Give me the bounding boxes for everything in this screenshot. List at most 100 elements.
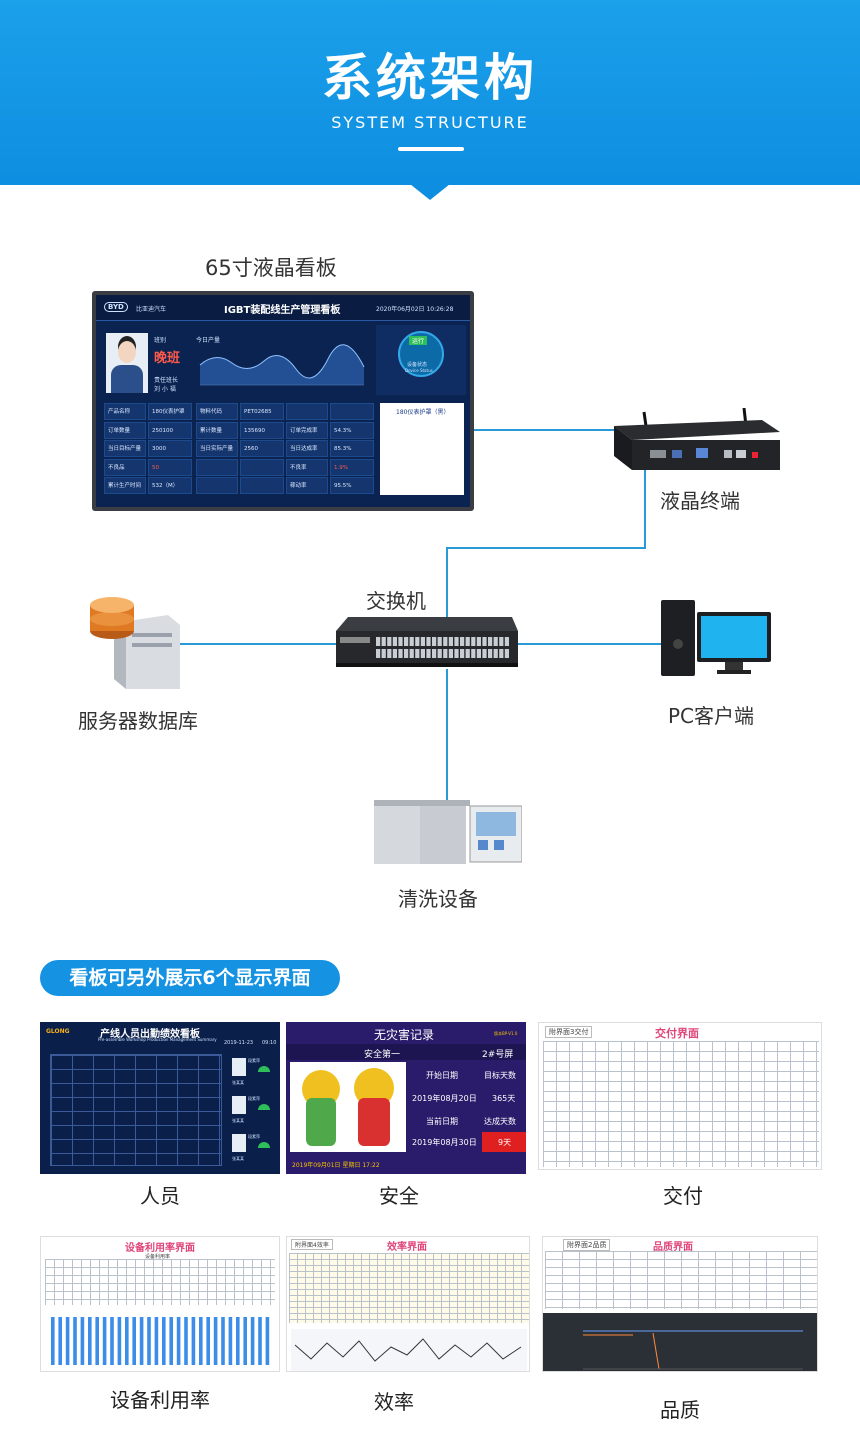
lcd-table-cell: 累计数量 (196, 421, 238, 439)
utilization-bar (250, 1317, 255, 1365)
screen-efficiency: 附界面4效率 效率界面 (286, 1236, 530, 1372)
utilization-bar (51, 1317, 55, 1365)
switch-port (460, 637, 465, 646)
switch-port (415, 649, 420, 658)
delivery-tab: 附界面3交付 (545, 1026, 593, 1038)
lcd-table-cell: 不良品 (104, 458, 146, 476)
safety-tag: 版本BP-V1.0 (494, 1031, 518, 1036)
lcd-product-panel (380, 403, 464, 495)
efficiency-grid (289, 1253, 529, 1323)
switch-port (488, 637, 493, 646)
switch-port (398, 637, 403, 646)
personnel-time: 09:10 (262, 1040, 277, 1046)
switch-port (432, 637, 437, 646)
switch-port (426, 649, 431, 658)
switch-port (404, 637, 409, 646)
screen-delivery: 附界面3交付 交付界面 (538, 1022, 822, 1170)
switch-port (504, 637, 509, 646)
lcd-table-cell (196, 477, 238, 494)
efficiency-chart (291, 1329, 527, 1371)
utilization-subtitle: 设备利用率 (145, 1254, 171, 1260)
page-title: 系统架构 (322, 49, 538, 107)
lcd-product-name: 180仪表护罩（黑） (396, 409, 450, 416)
line-server-switch (180, 643, 336, 645)
switch-port (392, 649, 397, 658)
terminal-label: 液晶终端 (660, 489, 740, 513)
lcd-status-sub-en: Device Status (405, 368, 433, 373)
switch-port (437, 649, 442, 658)
lcd-table-cell: 2560 (240, 440, 284, 457)
switch-port (376, 637, 381, 646)
safety-line1: 安全第一 (364, 1050, 401, 1060)
pc-label: PC客户端 (668, 704, 755, 728)
lcd-table-cell: 135690 (240, 421, 284, 439)
lcd-owner-label: 责任班长 (154, 377, 179, 384)
quality-tab: 附界面2品质 (563, 1239, 611, 1251)
lcd-table-cell: 稼动率 (286, 477, 328, 494)
switch-port (476, 649, 481, 658)
lcd-table-cell: PET02685 (240, 403, 284, 420)
switch-port (471, 649, 476, 658)
switch-port (426, 637, 431, 646)
lcd-table-cell: 250100 (148, 421, 192, 439)
lcd-table-cell (240, 477, 284, 494)
utilization-bar (80, 1317, 85, 1365)
utilization-bar (206, 1317, 210, 1365)
personnel-date: 2019-11-23 (224, 1040, 254, 1046)
switch-port (443, 637, 448, 646)
personnel-brand: GLONG (46, 1028, 70, 1035)
utilization-bar (154, 1317, 159, 1365)
switch-port (448, 649, 453, 658)
safety-mascots (290, 1062, 406, 1152)
utilization-bar (184, 1317, 188, 1365)
lcd-table-cell (286, 403, 328, 420)
safety-r2a: 2019年08月20日 (412, 1094, 477, 1103)
switch-port (381, 637, 386, 646)
header-notch (410, 184, 450, 200)
page-subtitle: SYSTEM STRUCTURE (331, 113, 529, 132)
switch-port (493, 649, 498, 658)
utilization-bar (73, 1317, 77, 1365)
switch-port (420, 637, 425, 646)
safety-r1a: 开始日期 (426, 1071, 458, 1080)
lcd-topbar (96, 295, 470, 321)
header-banner (0, 0, 860, 185)
switch-port (499, 637, 504, 646)
lcd-table-cell: 532（M） (148, 477, 192, 494)
switch-port (482, 649, 487, 658)
lcd-shift-label: 班别 (154, 337, 167, 344)
quality-chart (543, 1313, 817, 1371)
utilization-bar (95, 1317, 99, 1365)
lcd-production-chart (199, 344, 365, 386)
utilization-bars (51, 1317, 270, 1365)
utilization-bar (110, 1317, 114, 1365)
caption-efficiency: 效率 (374, 1390, 414, 1414)
safety-r2b: 365天 (492, 1094, 516, 1103)
lcd-table-cell: 订单数量 (104, 421, 146, 439)
utilization-bar (88, 1317, 92, 1365)
switch-port (443, 649, 448, 658)
cleaner-label: 清洗设备 (398, 887, 478, 911)
lcd-chart-label: 今日产量 (196, 337, 221, 344)
switch-port (387, 637, 392, 646)
caption-safety: 安全 (379, 1184, 419, 1208)
screen-personnel: GLONG 产线人员出勤绩效看板 Pre-assemble Workshop P… (40, 1022, 280, 1174)
utilization-bar (139, 1317, 144, 1365)
safety-title: 无灾害记录 (374, 1028, 435, 1042)
lcd-table-cell: 1.9% (330, 458, 374, 476)
personnel-card: 段素萍张某某 (232, 1134, 276, 1164)
switch-port (465, 649, 470, 658)
switch-port (454, 649, 459, 658)
switch-port (499, 649, 504, 658)
safety-footer: 2019年09月01日 星期日 17:22 (292, 1162, 380, 1169)
utilization-bar (228, 1317, 233, 1365)
caption-quality: 品质 (660, 1398, 700, 1422)
line-switch-cleaner (446, 669, 448, 805)
utilization-bar (58, 1317, 62, 1365)
switch-port (448, 637, 453, 646)
lcd-table-cell: 3000 (148, 440, 192, 457)
lcd-title: IGBT装配线生产管理看板 (224, 305, 341, 316)
lcd-table-cell: 不良率 (286, 458, 328, 476)
pc-client-icon (661, 598, 773, 678)
lcd-company: 比亚迪汽车 (136, 306, 167, 313)
